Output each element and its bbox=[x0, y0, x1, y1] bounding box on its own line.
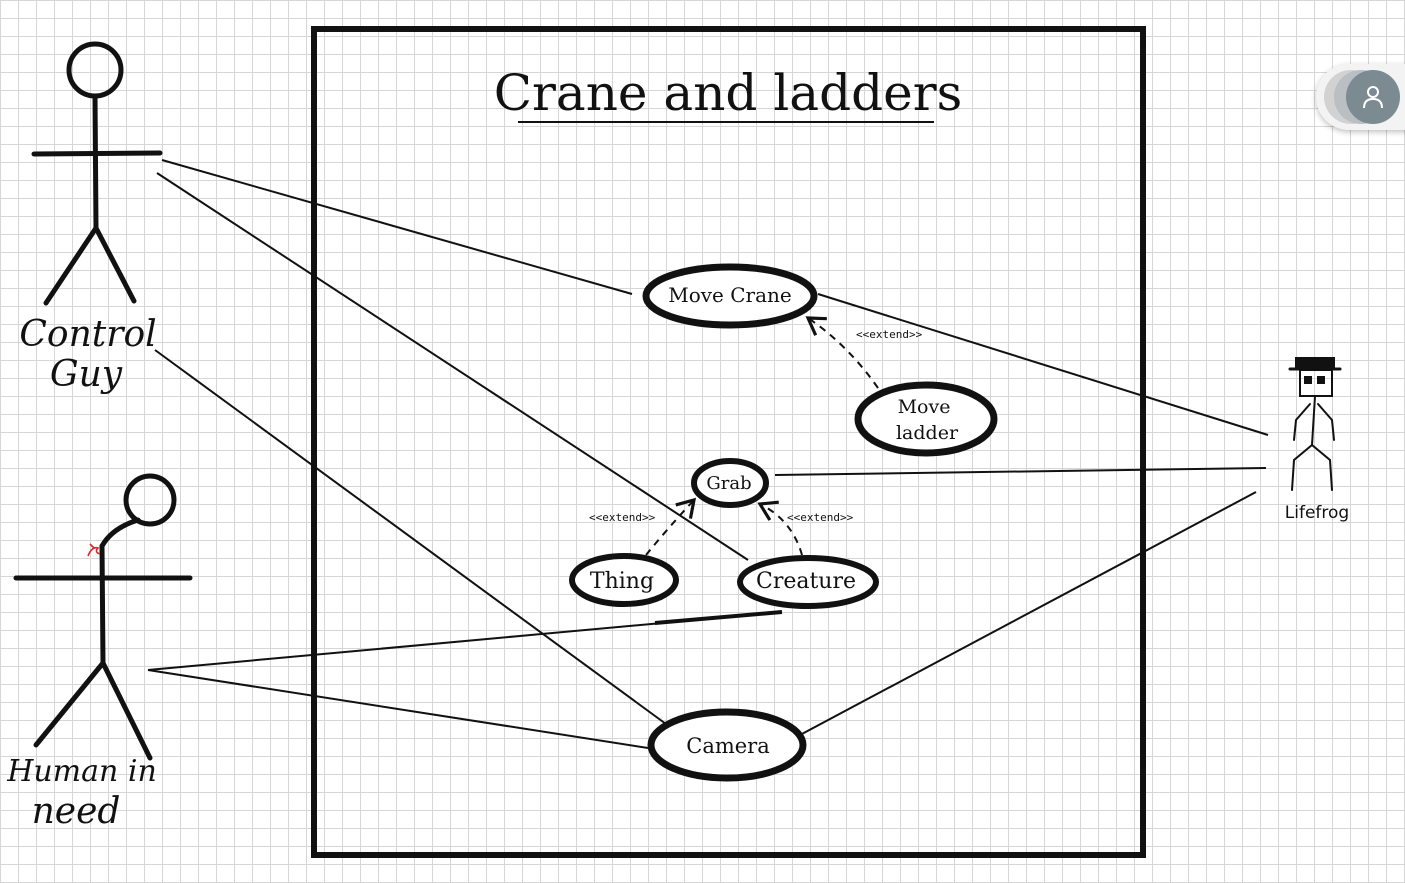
avatar bbox=[1346, 70, 1400, 124]
blood-mark bbox=[87, 543, 101, 557]
actor-human-in-need[interactable]: Human in need bbox=[6, 473, 193, 832]
assoc-control-movecrane bbox=[161, 159, 633, 295]
use-case-label: Thing bbox=[590, 569, 654, 594]
assoc-control-camera bbox=[154, 349, 667, 725]
use-case-label-line1: Move bbox=[898, 396, 951, 418]
use-case-camera[interactable]: Camera bbox=[647, 708, 807, 782]
diagram-title: Crane and ladders bbox=[494, 64, 963, 122]
assoc-control-creature bbox=[156, 172, 749, 561]
actor-lifefrog[interactable]: Lifefrog bbox=[1285, 357, 1349, 523]
use-case-label: Grab bbox=[706, 473, 751, 494]
use-case-move-crane[interactable]: Move Crane bbox=[642, 263, 818, 329]
use-case-label: Camera bbox=[686, 734, 770, 758]
actor-name-line1: Control bbox=[19, 314, 156, 355]
use-case-move-ladder[interactable]: Move ladder bbox=[854, 381, 998, 457]
use-case-grab[interactable]: Grab bbox=[691, 458, 769, 508]
extend-arrow-thing bbox=[645, 497, 697, 556]
actor-control-guy[interactable]: Control Guy bbox=[19, 41, 163, 395]
use-case-label: Creature bbox=[756, 569, 856, 594]
use-case-label-line2: ladder bbox=[896, 422, 959, 444]
extend-label-creature: <<extend>> bbox=[787, 511, 854, 524]
extend-arrow-creature bbox=[757, 500, 803, 556]
frog-figure-icon bbox=[1288, 357, 1342, 491]
assoc-human-camera bbox=[147, 669, 649, 749]
stick-figure-icon bbox=[31, 41, 163, 306]
user-icon bbox=[1363, 86, 1383, 109]
assoc-lifefrog-grab bbox=[774, 467, 1267, 476]
actor-name: Lifefrog bbox=[1285, 503, 1349, 523]
actor-name-line2: need bbox=[32, 791, 121, 832]
assoc-lifefrog-movecrane bbox=[817, 293, 1269, 436]
extend-label-moveladder: <<extend>> bbox=[856, 328, 923, 341]
actor-name-line1: Human in bbox=[6, 754, 157, 789]
use-case-label: Move Crane bbox=[668, 283, 792, 307]
extend-relations bbox=[645, 316, 879, 556]
actor-name-line2: Guy bbox=[50, 354, 123, 395]
user-avatar-button[interactable] bbox=[1316, 64, 1405, 130]
assoc-lifefrog-camera bbox=[799, 491, 1257, 736]
stick-figure-icon bbox=[13, 473, 193, 761]
extend-label-thing: <<extend>> bbox=[589, 511, 656, 524]
assoc-human-creature-stroke bbox=[654, 610, 783, 625]
use-case-thing[interactable]: Thing bbox=[569, 553, 679, 607]
system-boundary bbox=[311, 26, 1146, 858]
use-case-creature[interactable]: Creature bbox=[737, 555, 879, 609]
